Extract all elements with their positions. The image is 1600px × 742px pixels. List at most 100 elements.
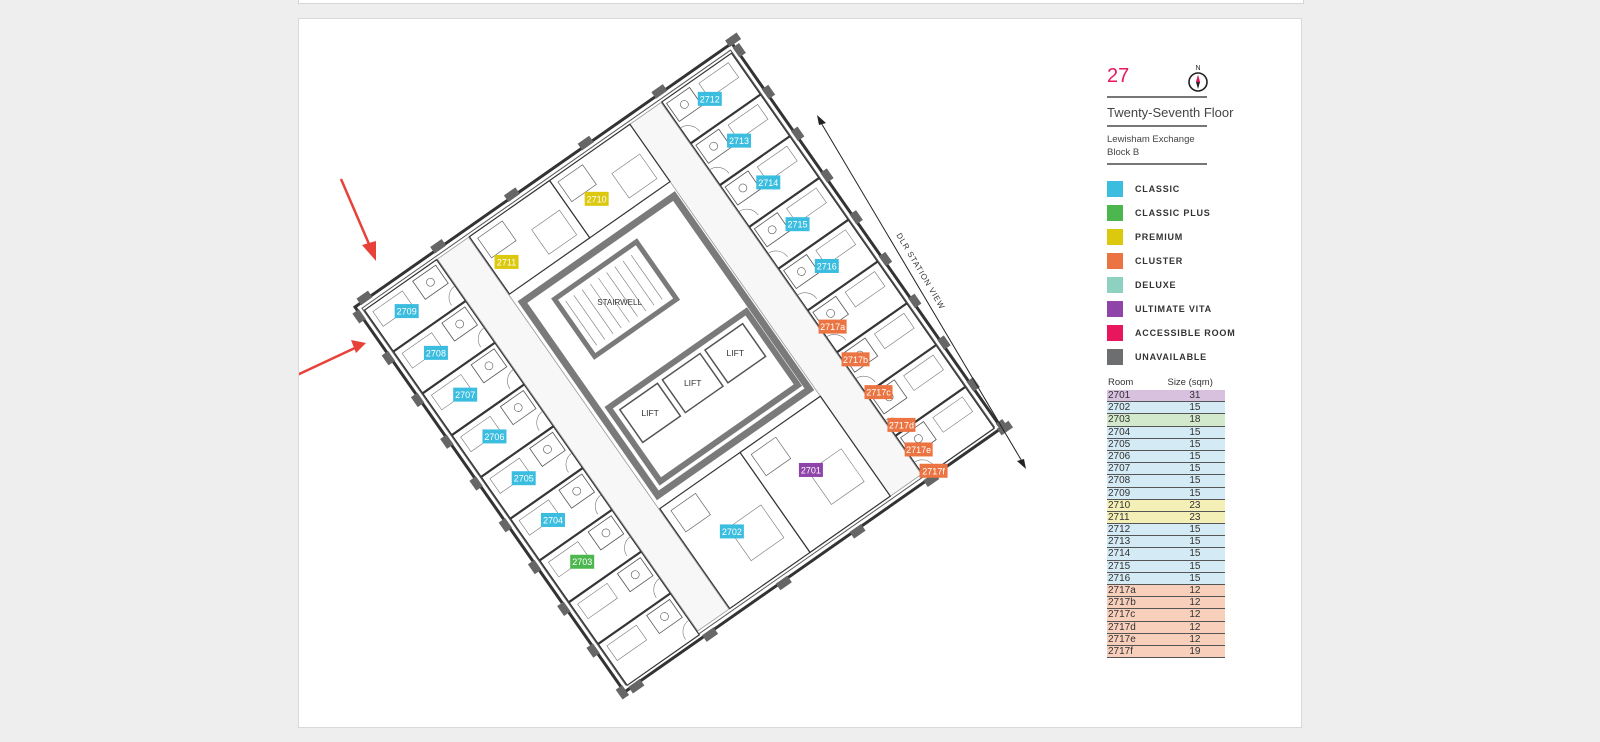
size-cell: 12 bbox=[1189, 621, 1201, 633]
room-tag-2715: 2715 bbox=[785, 217, 810, 232]
header-room: Room bbox=[1108, 377, 1134, 388]
stairwell-label: STAIRWELL bbox=[597, 298, 642, 307]
annotation-arrow-down bbox=[339, 178, 376, 261]
lift-label: LIFT bbox=[684, 378, 701, 388]
room-tag-label: 2717b bbox=[843, 355, 868, 365]
room-tag-label: 2704 bbox=[543, 515, 563, 525]
legend-swatch bbox=[1107, 349, 1123, 365]
room-tag-2713: 2713 bbox=[727, 133, 752, 148]
room-tag-2717e: 2717e bbox=[904, 442, 933, 457]
size-cell: 15 bbox=[1189, 536, 1201, 548]
size-cell: 15 bbox=[1189, 475, 1201, 487]
room-cell: 2714 bbox=[1108, 548, 1131, 560]
room-cell: 2717f bbox=[1108, 645, 1134, 657]
legend-item-classic_plus: CLASSIC PLUS bbox=[1107, 201, 1236, 225]
room-cell: 2704 bbox=[1108, 426, 1131, 438]
size-cell: 18 bbox=[1189, 414, 1201, 426]
room-tag-2701: 2701 bbox=[798, 462, 823, 477]
legend-item-deluxe: DELUXE bbox=[1107, 273, 1236, 297]
lift-shaft bbox=[703, 322, 767, 384]
annotation-arrow-right bbox=[299, 340, 366, 376]
room-cell: 2707 bbox=[1108, 463, 1131, 475]
room-tag-2714: 2714 bbox=[756, 175, 781, 190]
room-west bbox=[568, 551, 671, 645]
room-tag-2708: 2708 bbox=[423, 345, 448, 360]
room-tag-2703: 2703 bbox=[570, 554, 595, 569]
room-cell: 2710 bbox=[1108, 499, 1131, 511]
size-cell: 12 bbox=[1189, 609, 1201, 621]
room-cell: 2713 bbox=[1108, 536, 1131, 548]
size-cell: 12 bbox=[1189, 597, 1201, 609]
room-tag-label: 2710 bbox=[587, 194, 607, 204]
room-cell: 2712 bbox=[1108, 524, 1131, 536]
compass-icon: N bbox=[1188, 65, 1208, 92]
room-tag-label: 2717e bbox=[906, 445, 931, 455]
room-cell: 2717c bbox=[1108, 609, 1136, 621]
legend-swatch bbox=[1107, 277, 1123, 293]
size-cell: 15 bbox=[1189, 524, 1201, 536]
room-cell: 2717a bbox=[1108, 585, 1136, 596]
room-tag-2712: 2712 bbox=[697, 91, 722, 106]
table-header: Room Size (sqm) bbox=[1107, 377, 1225, 390]
room-tag-label: 2701 bbox=[801, 465, 821, 475]
room-tag-2716: 2716 bbox=[814, 258, 839, 273]
legend-label: PREMIUM bbox=[1135, 232, 1184, 242]
size-cell: 15 bbox=[1189, 438, 1201, 450]
divider bbox=[1107, 125, 1207, 127]
table-row: 2703 18 bbox=[1107, 414, 1225, 427]
room-tag-label: 2711 bbox=[497, 257, 516, 267]
room-tag-2702: 2702 bbox=[719, 524, 744, 539]
legend-label: DELUXE bbox=[1135, 280, 1177, 290]
size-cell: 31 bbox=[1189, 390, 1201, 401]
legend-item-ultimate: ULTIMATE VITA bbox=[1107, 297, 1236, 321]
room-tag-label: 2713 bbox=[729, 136, 749, 146]
size-cell: 23 bbox=[1189, 499, 1201, 511]
room-cell: 2701 bbox=[1108, 390, 1131, 401]
legend-label: CLASSIC PLUS bbox=[1135, 208, 1211, 218]
size-cell: 15 bbox=[1189, 450, 1201, 462]
room-cell: 2706 bbox=[1108, 450, 1131, 462]
stairwell bbox=[551, 238, 681, 360]
floor-number: 27 bbox=[1107, 65, 1130, 87]
table-row: 2717c 12 bbox=[1107, 609, 1225, 622]
building-line-2: Block B bbox=[1107, 147, 1140, 158]
room-tag-2706: 2706 bbox=[482, 429, 507, 444]
room-tag-label: 2714 bbox=[758, 178, 778, 188]
legend-swatch bbox=[1107, 325, 1123, 341]
legend-label: CLUSTER bbox=[1135, 256, 1184, 266]
room-tag-label: 2709 bbox=[397, 307, 417, 317]
size-cell: 15 bbox=[1189, 548, 1201, 560]
size-cell: 19 bbox=[1189, 645, 1201, 657]
room-tag-label: 2706 bbox=[484, 432, 504, 442]
room-cell: 2717d bbox=[1108, 621, 1136, 633]
floor-plan-building bbox=[352, 32, 1014, 700]
size-cell: 15 bbox=[1189, 572, 1201, 584]
size-cell: 23 bbox=[1189, 511, 1201, 523]
table-row: 2710 23 bbox=[1107, 499, 1225, 512]
room-cell: 2716 bbox=[1108, 572, 1131, 584]
size-cell: 15 bbox=[1189, 402, 1201, 414]
lift-shaft bbox=[661, 352, 725, 414]
lift-label: LIFT bbox=[727, 348, 744, 358]
legend-item-cluster: CLUSTER bbox=[1107, 249, 1236, 273]
room-cell: 2703 bbox=[1108, 414, 1131, 426]
table-row: 2701 31 bbox=[1107, 390, 1225, 403]
room-tag-label: 2705 bbox=[514, 474, 534, 484]
corridor-east bbox=[629, 101, 922, 497]
table-row: 2716 15 bbox=[1107, 572, 1225, 585]
table-row: 2717f 19 bbox=[1107, 645, 1225, 659]
building-name: Lewisham Exchange Block B bbox=[1107, 133, 1195, 159]
table-row: 2706 15 bbox=[1107, 450, 1225, 464]
room-cell: 2708 bbox=[1108, 475, 1131, 487]
legend-swatch bbox=[1107, 301, 1123, 317]
